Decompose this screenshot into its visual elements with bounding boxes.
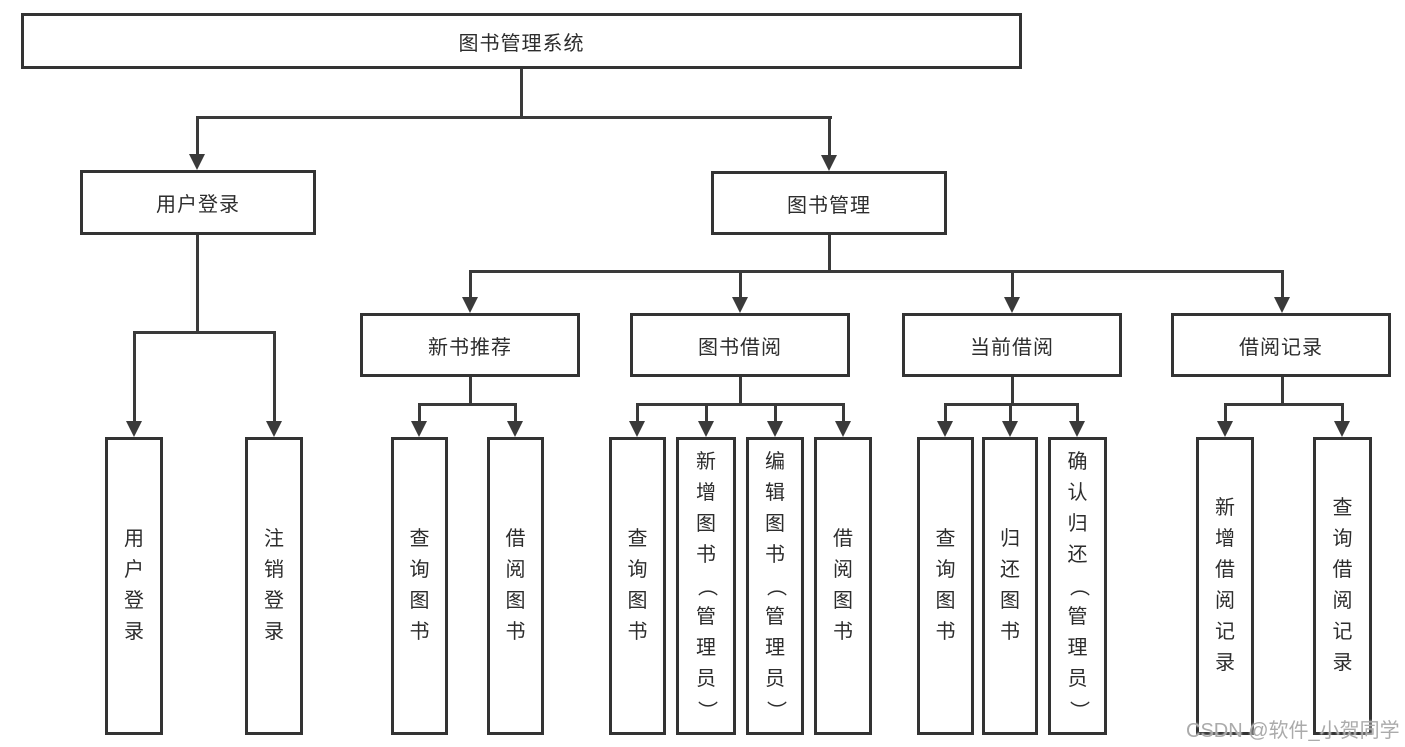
connector-line — [944, 403, 947, 422]
node-label: 新增借阅记录 — [1215, 497, 1235, 674]
node-label: 查询借阅记录 — [1332, 497, 1353, 674]
node-label: 归还图书 — [1000, 528, 1020, 643]
leaf-logout: 注销登录 — [245, 437, 303, 735]
node-label: 借阅图书 — [833, 528, 853, 643]
node-label: 用户登录 — [124, 528, 144, 643]
connector-line — [842, 403, 845, 422]
connector-line — [273, 331, 276, 421]
connector-line — [1281, 270, 1284, 298]
connector-line — [196, 116, 199, 154]
node-label: 图书借阅 — [698, 336, 782, 359]
node-label: 用户登录 — [156, 194, 240, 216]
connector-line — [739, 270, 742, 298]
arrow-down-icon — [629, 421, 645, 437]
connector-line — [1281, 377, 1284, 406]
connector-line — [514, 403, 517, 422]
leaf-add-books-admin: 新增图书（管理员） — [676, 437, 736, 735]
node-library-management-system: 图书管理系统 — [21, 13, 1022, 69]
arrow-down-icon — [1217, 421, 1233, 437]
connector-line — [418, 403, 517, 406]
node-label: 图书管理 — [787, 194, 871, 217]
node-label: 当前借阅 — [970, 336, 1054, 359]
arrow-down-icon — [1274, 297, 1290, 313]
arrow-down-icon — [1069, 421, 1085, 437]
leaf-borrowing-query-books: 查询图书 — [609, 437, 666, 735]
connector-line — [418, 403, 421, 422]
connector-line — [469, 270, 472, 298]
node-label: 借阅记录 — [1239, 336, 1323, 359]
csdn-watermark: CSDN @软件_小贺同学 — [1186, 720, 1400, 742]
node-book-borrowing: 图书借阅 — [630, 313, 850, 377]
node-label: 新增图书（管理员） — [695, 450, 718, 721]
arrow-down-icon — [1334, 421, 1350, 437]
connector-line — [196, 116, 832, 119]
arrow-down-icon — [462, 297, 478, 313]
connector-line — [196, 235, 199, 334]
node-borrowing-records: 借阅记录 — [1171, 313, 1391, 377]
connector-line — [636, 403, 639, 422]
connector-line — [705, 403, 708, 422]
arrow-down-icon — [821, 155, 837, 171]
connector-line — [1011, 377, 1014, 406]
node-label: 图书管理系统 — [458, 32, 585, 55]
connector-line — [133, 331, 276, 334]
connector-line — [1011, 270, 1014, 298]
connector-line — [1224, 403, 1227, 422]
connector-line — [469, 270, 1284, 273]
leaf-user-login: 用户登录 — [105, 437, 163, 735]
connector-line — [520, 69, 523, 118]
leaf-return-books: 归还图书 — [982, 437, 1038, 735]
connector-line — [133, 331, 136, 421]
arrow-down-icon — [835, 421, 851, 437]
connector-line — [1341, 403, 1344, 422]
arrow-down-icon — [767, 421, 783, 437]
arrow-down-icon — [411, 421, 427, 437]
leaf-current-query-books: 查询图书 — [917, 437, 974, 735]
node-label: 新书推荐 — [428, 336, 512, 359]
connector-line — [828, 235, 831, 273]
arrow-down-icon — [126, 421, 142, 437]
leaf-borrowing-borrow-books: 借阅图书 — [814, 437, 872, 735]
connector-line — [828, 116, 831, 155]
leaf-add-borrow-record: 新增借阅记录 — [1196, 437, 1254, 735]
connector-line — [1224, 403, 1344, 406]
arrow-down-icon — [698, 421, 714, 437]
node-user-login: 用户登录 — [80, 170, 316, 235]
node-label: 编辑图书（管理员） — [764, 450, 787, 721]
node-label: 借阅图书 — [505, 528, 526, 643]
node-label: 确认归还（管理员） — [1067, 450, 1089, 721]
arrow-down-icon — [1002, 421, 1018, 437]
leaf-confirm-return-admin: 确认归还（管理员） — [1048, 437, 1107, 735]
node-label: 查询图书 — [409, 528, 430, 643]
connector-line — [1009, 403, 1012, 422]
connector-line — [636, 403, 845, 406]
arrow-down-icon — [189, 154, 205, 170]
connector-line — [739, 377, 742, 406]
leaf-edit-books-admin: 编辑图书（管理员） — [746, 437, 804, 735]
arrow-down-icon — [266, 421, 282, 437]
arrow-down-icon — [937, 421, 953, 437]
leaf-recommend-borrow-books: 借阅图书 — [487, 437, 544, 735]
arrow-down-icon — [507, 421, 523, 437]
leaf-recommend-query-books: 查询图书 — [391, 437, 448, 735]
node-label: 查询图书 — [627, 528, 648, 643]
connector-line — [1076, 403, 1079, 422]
node-book-management: 图书管理 — [711, 171, 947, 235]
arrow-down-icon — [732, 297, 748, 313]
leaf-query-borrow-record: 查询借阅记录 — [1313, 437, 1372, 735]
connector-line — [774, 403, 777, 422]
connector-line — [469, 377, 472, 406]
node-new-book-recommend: 新书推荐 — [360, 313, 580, 377]
node-label: 查询图书 — [935, 528, 956, 643]
node-label: 注销登录 — [264, 528, 284, 643]
arrow-down-icon — [1004, 297, 1020, 313]
node-current-borrowing: 当前借阅 — [902, 313, 1122, 377]
